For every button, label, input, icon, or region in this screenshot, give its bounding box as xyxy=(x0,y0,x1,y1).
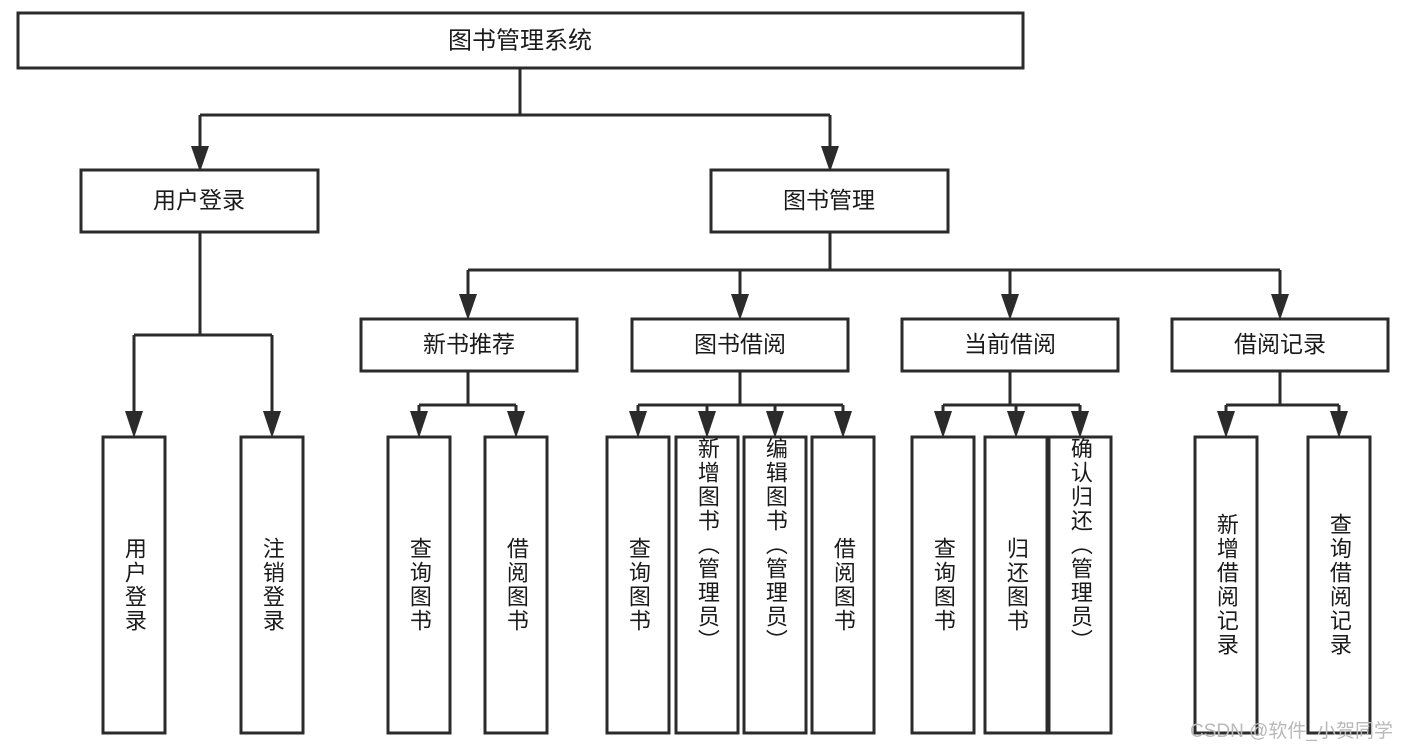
node-new-book-recommend-box[interactable] xyxy=(359,317,579,373)
node-layer: 图书管理系统 用户登录 图书管理 新书推荐 图书借阅 当前借阅 借阅记录 xyxy=(16,11,1390,735)
node-book-borrow-box[interactable] xyxy=(630,317,850,373)
node-current-borrow-label: 当前借阅 xyxy=(964,331,1056,357)
arrow-head-add-book-admin xyxy=(698,411,716,438)
arrow-head-return-book xyxy=(1007,411,1025,438)
node-confirm-return-admin-box[interactable] xyxy=(1047,435,1113,735)
node-add-borrow-record-box[interactable] xyxy=(1193,435,1259,735)
node-add-book-admin-box[interactable] xyxy=(674,435,740,735)
node-book-management-label: 图书管理 xyxy=(783,187,875,213)
arrow-head-user-logout-action xyxy=(263,411,281,438)
node-user-login-label: 用户登录 xyxy=(153,187,245,213)
node-borrow-book-2-box[interactable] xyxy=(810,435,876,735)
arrow-head-borrow-book-1 xyxy=(507,411,525,438)
node-current-borrow-box[interactable] xyxy=(900,317,1120,373)
arrow-head-book-borrow xyxy=(731,294,749,320)
arrow-head-borrow-records xyxy=(1271,294,1289,320)
arrow-head-book-management xyxy=(821,146,839,172)
node-query-book-2-box[interactable] xyxy=(605,435,671,735)
node-new-book-recommend-label: 新书推荐 xyxy=(423,331,515,357)
node-root-box[interactable] xyxy=(16,11,1025,70)
node-book-borrow-label: 图书借阅 xyxy=(694,331,786,357)
arrow-head-add-borrow-record xyxy=(1217,411,1235,438)
arrow-head-current-borrow xyxy=(1001,294,1019,320)
csdn-watermark: CSDN @软件_小贺同学 xyxy=(1190,721,1393,742)
node-query-book-3-box[interactable] xyxy=(910,435,976,735)
arrow-head-borrow-book-2 xyxy=(834,411,852,438)
arrow-head-query-borrow-record xyxy=(1330,411,1348,438)
node-borrow-records-box[interactable] xyxy=(1170,317,1390,373)
arrow-head-new-book-recommend xyxy=(459,294,477,320)
node-user-login-action-box[interactable] xyxy=(101,435,167,735)
arrow-head-confirm-return-admin xyxy=(1071,411,1089,438)
node-book-management-box[interactable] xyxy=(709,168,950,234)
node-root-label: 图书管理系统 xyxy=(448,27,592,54)
arrow-head-edit-book-admin xyxy=(766,411,784,438)
node-return-book-box[interactable] xyxy=(983,435,1049,735)
node-query-book-1-box[interactable] xyxy=(386,435,452,735)
node-borrow-book-1-box[interactable] xyxy=(483,435,549,735)
arrow-head-query-book-1 xyxy=(410,411,428,438)
arrow-head-user-login xyxy=(191,146,209,172)
connector-layer xyxy=(125,68,1348,438)
node-user-login-box[interactable] xyxy=(79,168,320,234)
arrow-head-user-login-action xyxy=(125,411,143,438)
node-query-borrow-record-box[interactable] xyxy=(1306,435,1372,735)
arrow-head-query-book-2 xyxy=(629,411,647,438)
node-user-logout-action-box[interactable] xyxy=(239,435,305,735)
node-edit-book-admin-box[interactable] xyxy=(742,435,808,735)
node-borrow-records-label: 借阅记录 xyxy=(1234,331,1326,357)
arrow-head-query-book-3 xyxy=(934,411,952,438)
